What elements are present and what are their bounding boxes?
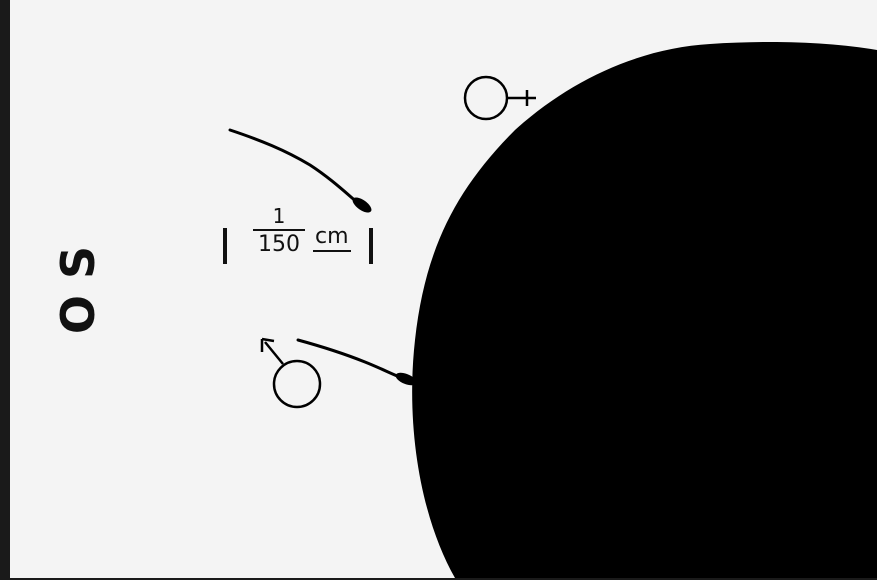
sperm-cell-lower <box>298 340 418 388</box>
side-label: O S <box>48 240 108 340</box>
scale-unit: cm <box>313 224 351 252</box>
fraction-line <box>253 229 305 231</box>
scale-numerator: 1 <box>249 204 309 228</box>
scale-bar: 1 150 cm <box>215 200 385 270</box>
scale-denominator: 150 <box>249 232 309 258</box>
scale-bar-left-tick <box>223 228 227 264</box>
female-symbol <box>465 77 536 119</box>
male-symbol <box>262 339 320 407</box>
figure-panel: O S 1 150 cm <box>10 0 877 578</box>
scale-fraction: 1 150 <box>249 204 309 258</box>
egg-sperm-diagram <box>10 0 877 578</box>
egg-cell <box>412 42 877 578</box>
scale-bar-right-tick <box>369 228 373 264</box>
